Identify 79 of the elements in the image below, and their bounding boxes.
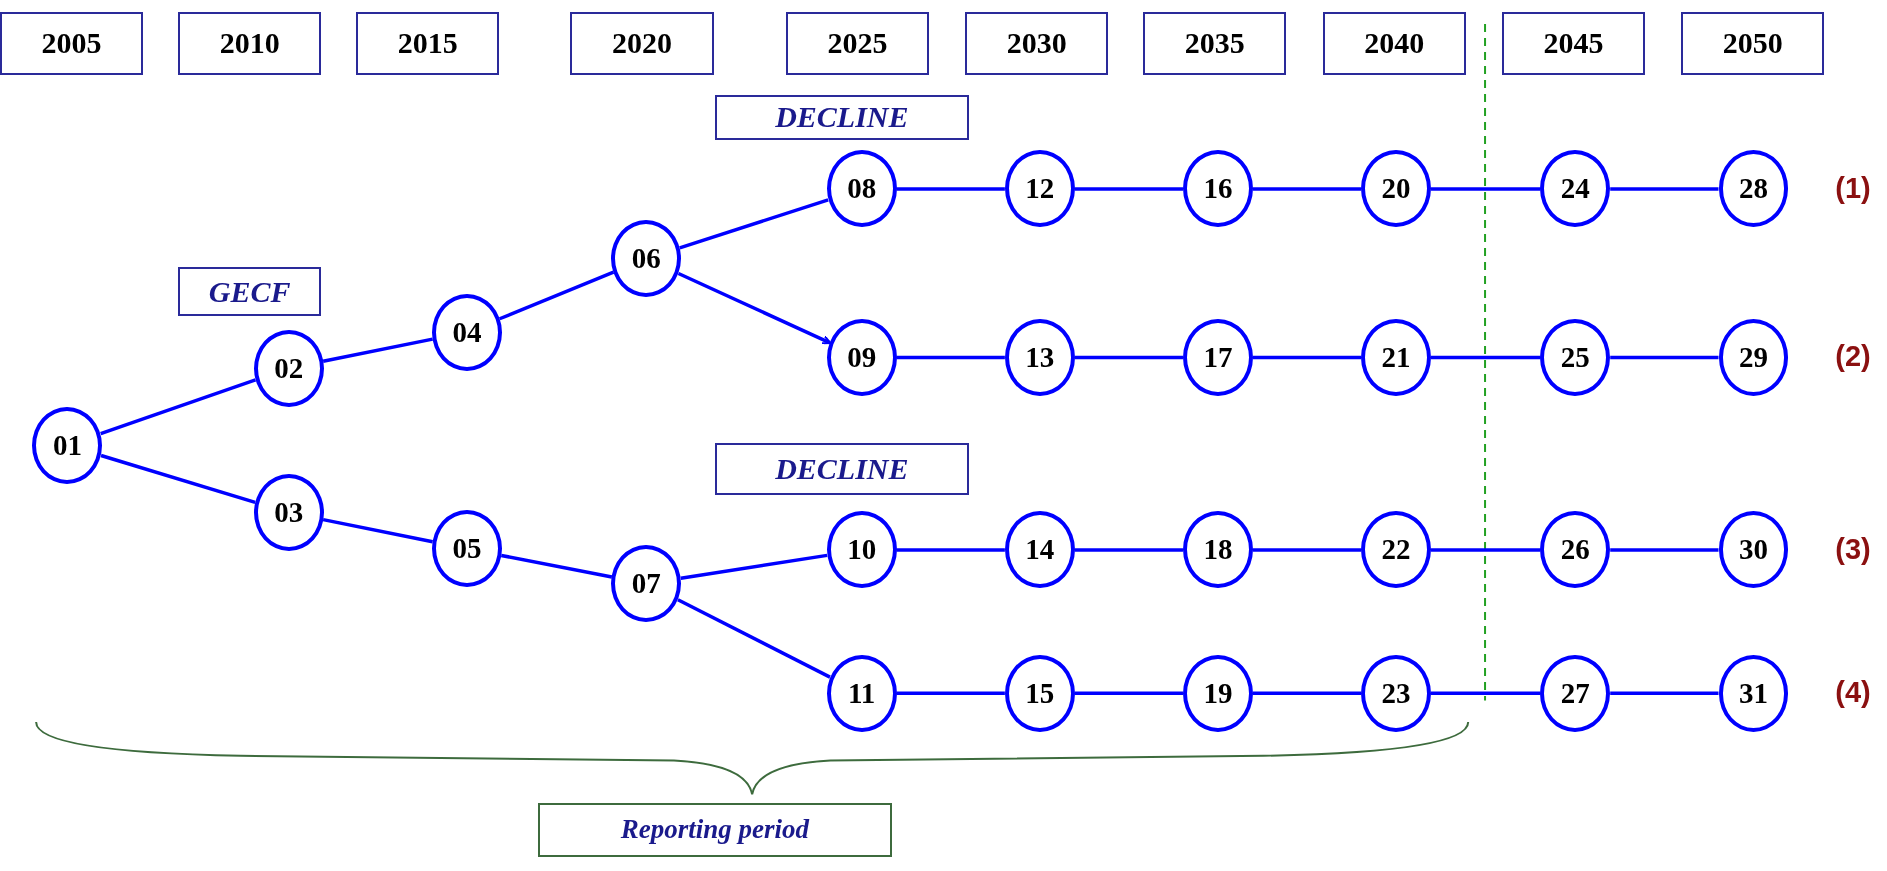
connector-line: [1252, 187, 1362, 191]
connector-line: [1430, 187, 1541, 191]
connector-line: [1430, 355, 1541, 360]
node-circle: 30: [1718, 511, 1789, 589]
connector-line: [100, 453, 256, 505]
connector-line: [896, 355, 1005, 360]
node-circle: 18: [1183, 511, 1253, 589]
year-box: 2040: [1322, 12, 1466, 75]
connector-line: [1074, 691, 1183, 695]
connector-line: [896, 691, 1005, 695]
connector-line: [1610, 187, 1719, 191]
connector-line: [500, 553, 613, 579]
node-circle: 08: [826, 150, 897, 228]
node-circle: 09: [826, 318, 897, 396]
scenario-number: (2): [1835, 342, 1871, 372]
node-circle: 07: [611, 545, 682, 623]
connector-line: [1430, 548, 1541, 552]
node-circle: 24: [1540, 150, 1611, 228]
connector-line: [1252, 548, 1362, 552]
label-box: DECLINE: [714, 442, 969, 495]
connector-line: [1074, 355, 1183, 360]
connector-line: [1074, 548, 1183, 552]
node-circle: 03: [253, 474, 324, 552]
year-box: 2050: [1681, 12, 1825, 75]
connector-line: [322, 517, 433, 544]
node-circle: 22: [1361, 511, 1431, 589]
connector-line: [679, 198, 829, 250]
year-box: 2020: [570, 12, 714, 75]
year-box: 2005: [0, 12, 144, 75]
scenario-number: (1): [1835, 173, 1871, 203]
label-box: DECLINE: [714, 95, 969, 140]
node-circle: 26: [1540, 511, 1611, 589]
node-circle: 29: [1718, 318, 1789, 396]
node-circle: 02: [253, 329, 324, 407]
node-circle: 20: [1361, 150, 1431, 228]
node-circle: 04: [432, 293, 502, 371]
node-circle: 01: [32, 406, 103, 484]
connector-line: [1610, 548, 1719, 552]
connector-line: [896, 548, 1005, 552]
scenario-number: (4): [1835, 678, 1871, 708]
year-box: 2045: [1501, 12, 1646, 75]
year-box: 2015: [356, 12, 500, 75]
node-circle: 10: [826, 511, 897, 589]
label-box: GECF: [178, 267, 322, 317]
node-circle: 12: [1004, 150, 1075, 228]
connector-line: [1610, 355, 1719, 360]
connector-line: [100, 378, 257, 436]
node-circle: 19: [1183, 654, 1253, 732]
node-circle: 31: [1718, 654, 1789, 732]
node-circle: 28: [1718, 150, 1789, 228]
node-circle: 16: [1183, 150, 1253, 228]
connector-line: [1074, 187, 1183, 191]
year-box: 2025: [785, 12, 930, 75]
connector-line: [322, 337, 433, 363]
period-box: Reporting period: [537, 802, 892, 857]
node-circle: 05: [432, 510, 502, 588]
connector-line: [680, 553, 828, 580]
node-circle: 23: [1361, 654, 1431, 732]
connector-line: [1610, 691, 1719, 695]
year-box: 2010: [178, 12, 322, 75]
connector-line: [677, 598, 831, 679]
connector-line: [677, 271, 832, 345]
node-circle: 13: [1004, 318, 1075, 396]
connector-line: [499, 270, 615, 321]
connector-line: [1252, 691, 1362, 695]
node-circle: 21: [1361, 318, 1431, 396]
node-circle: 11: [826, 654, 897, 732]
node-circle: 25: [1540, 318, 1611, 396]
connector-line: [1430, 691, 1541, 695]
node-circle: 14: [1004, 511, 1075, 589]
connector-line: [896, 187, 1005, 191]
node-circle: 17: [1183, 318, 1253, 396]
node-circle: 06: [611, 220, 682, 298]
scenario-number: (3): [1835, 534, 1871, 564]
node-circle: 15: [1004, 654, 1075, 732]
connector-line: [1252, 355, 1362, 360]
node-circle: 27: [1540, 654, 1611, 732]
year-box: 2035: [1143, 12, 1287, 75]
year-box: 2030: [965, 12, 1109, 75]
